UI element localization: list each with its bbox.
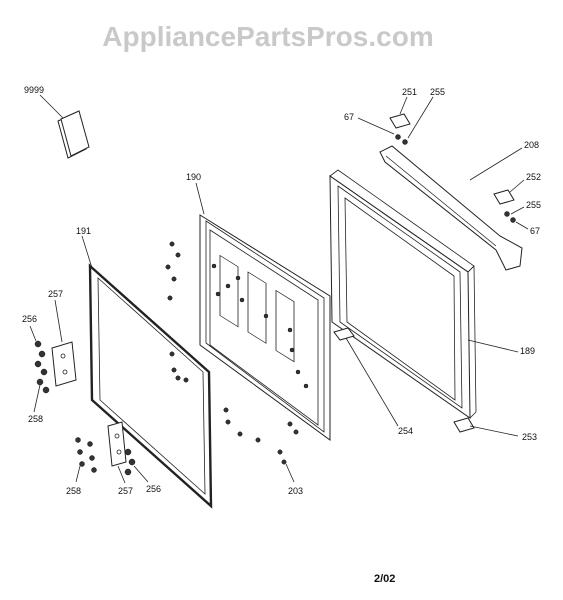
callout-208: 208 — [524, 140, 539, 150]
callout-255-side: 255 — [526, 200, 541, 210]
inner-panel-clips — [211, 263, 309, 389]
hinge-cup-lower — [453, 417, 519, 437]
callout-191: 191 — [76, 226, 91, 236]
callout-256-upper: 256 — [22, 314, 37, 324]
callout-251: 251 — [402, 87, 417, 97]
callout-203: 203 — [288, 486, 303, 496]
outer-door-panel — [329, 169, 519, 419]
manual-booklet — [39, 94, 90, 159]
upper-hinge-bracket — [51, 299, 77, 387]
upper-hinge-screws — [29, 325, 50, 413]
callout-252: 252 — [526, 172, 541, 182]
callout-253: 253 — [522, 432, 537, 442]
callout-190: 190 — [186, 172, 201, 182]
door-handle — [379, 145, 523, 271]
callout-254: 254 — [398, 426, 413, 436]
lower-hinge-screws — [75, 437, 149, 483]
revision-date: 2/02 — [374, 573, 395, 585]
callout-257-lower: 257 — [118, 486, 133, 496]
callout-258-lower: 258 — [66, 486, 81, 496]
callout-257-upper: 257 — [48, 289, 63, 299]
callout-67-side: 67 — [530, 226, 540, 236]
callout-189: 189 — [520, 346, 535, 356]
door-panel-screws — [165, 241, 299, 483]
lower-hinge-bracket — [107, 421, 127, 484]
door-gasket — [81, 235, 213, 509]
callout-255-top: 255 — [430, 87, 445, 97]
handle-end-cap-top — [389, 96, 411, 129]
hinge-cup-upper — [333, 327, 399, 427]
callout-256-lower: 256 — [146, 484, 161, 494]
callout-258-upper: 258 — [28, 414, 43, 424]
inner-door-panel — [195, 182, 331, 441]
callout-67-top: 67 — [344, 112, 354, 122]
site-watermark: AppliancePartsPros.com — [102, 21, 433, 52]
handle-end-cap-side — [493, 179, 525, 205]
handle-screws — [357, 96, 529, 230]
callout-9999: 9999 — [24, 85, 44, 95]
